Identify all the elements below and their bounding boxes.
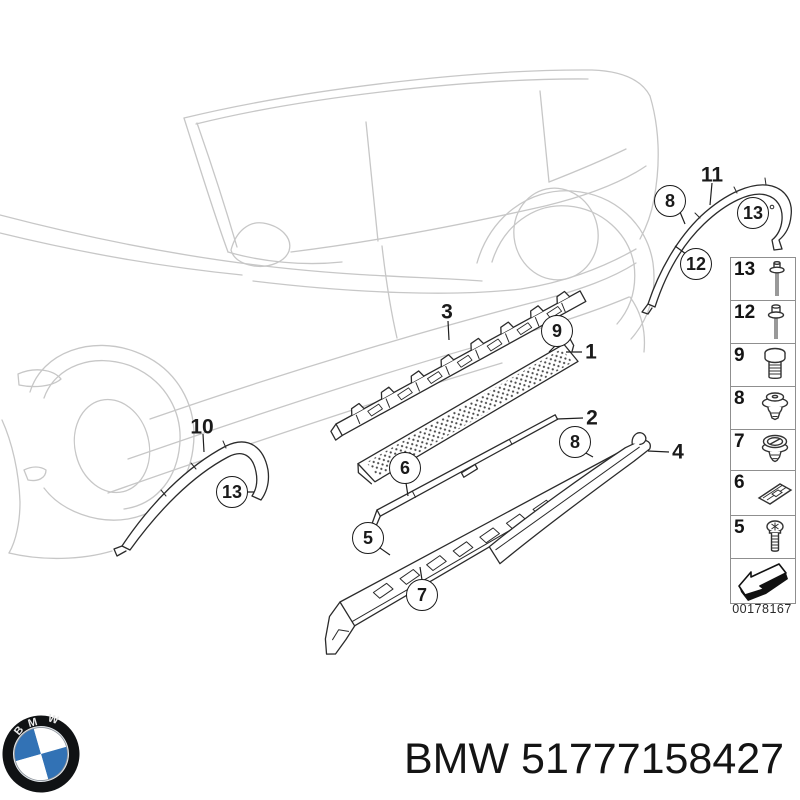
grommet-clip-icon bbox=[761, 434, 789, 463]
catalog-number: 00178167 bbox=[732, 602, 792, 616]
callout-circle-7: 7 bbox=[406, 579, 438, 611]
callout-circle-8-mid: 8 bbox=[559, 426, 591, 458]
callout-10: 10 bbox=[190, 415, 214, 439]
part-3-bracket-rail bbox=[330, 290, 587, 441]
part-number-label: BMW 51777158427 bbox=[404, 735, 785, 783]
callout-4: 4 bbox=[672, 440, 684, 464]
legend-row-9: 9 bbox=[731, 344, 795, 387]
hex-bolt-icon bbox=[764, 347, 786, 380]
callout-circle-8-top: 8 bbox=[654, 185, 686, 217]
leader-lines bbox=[202, 182, 713, 581]
bmw-roundel-icon: B M W bbox=[2, 712, 80, 793]
blind-rivet-icon bbox=[767, 304, 785, 339]
callout-2: 2 bbox=[586, 406, 598, 430]
callout-circle-13-left: 13 bbox=[216, 476, 248, 508]
flat-clip-icon bbox=[757, 483, 793, 505]
legend-num: 7 bbox=[734, 431, 745, 452]
callout-circle-12: 12 bbox=[680, 248, 712, 280]
legend-num: 9 bbox=[734, 345, 745, 366]
callout-11: 11 bbox=[700, 163, 724, 187]
legend-row-5: 5 bbox=[731, 516, 795, 559]
callout-circle-6: 6 bbox=[389, 452, 421, 484]
callout-3: 3 bbox=[441, 300, 453, 324]
part-4-rocker-molding bbox=[488, 432, 651, 565]
legend-num: 5 bbox=[734, 517, 745, 538]
blind-rivet-long-icon bbox=[769, 261, 785, 296]
legend-num: 8 bbox=[734, 388, 745, 409]
legend-row-12: 12 bbox=[731, 301, 795, 344]
part-10-left-arch-trim bbox=[113, 440, 270, 557]
logo-letter-w: W bbox=[46, 712, 60, 727]
callout-circle-5: 5 bbox=[352, 522, 384, 554]
callout-circle-13-top: 13 bbox=[737, 197, 769, 229]
legend-row-13: 13 bbox=[731, 258, 795, 301]
legend-num: 13 bbox=[734, 259, 756, 280]
legend-row-7: 7 bbox=[731, 430, 795, 471]
fastener-legend: 13 12 9 8 bbox=[730, 257, 796, 604]
callout-1: 1 bbox=[585, 340, 597, 364]
legend-row-8: 8 bbox=[731, 387, 795, 430]
bmw-roundel-logo: B M W bbox=[0, 704, 91, 800]
torx-screw-icon bbox=[766, 520, 784, 552]
legend-row-6: 6 bbox=[731, 471, 795, 516]
car-outline bbox=[0, 69, 659, 560]
legend-row-direction bbox=[731, 559, 795, 603]
legend-num: 12 bbox=[734, 302, 756, 323]
logo-letter-m: M bbox=[27, 716, 39, 730]
part-1-running-board bbox=[357, 337, 579, 485]
expanding-clip-icon bbox=[761, 392, 789, 421]
legend-num: 6 bbox=[734, 472, 745, 493]
direction-arrow-icon bbox=[738, 563, 788, 601]
part-11-right-arch-trim bbox=[641, 177, 792, 315]
callout-circle-9: 9 bbox=[541, 315, 573, 347]
